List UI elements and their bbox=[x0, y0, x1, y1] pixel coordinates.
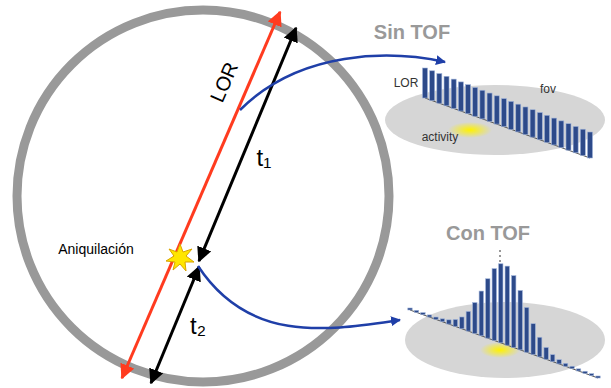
detector-ring bbox=[17, 10, 389, 382]
time-label: t₂ bbox=[190, 313, 206, 339]
panel-title: Con TOF bbox=[446, 222, 530, 244]
inset-label: LOR bbox=[394, 77, 419, 90]
lor-label: LOR bbox=[206, 59, 243, 105]
panel-title: Sin TOF bbox=[374, 21, 450, 43]
inset-label: activity bbox=[422, 131, 459, 144]
pointer-curve bbox=[198, 266, 400, 328]
inset-label: fov bbox=[540, 83, 556, 96]
no-tof-inset bbox=[385, 68, 605, 158]
tof-inset bbox=[405, 250, 605, 378]
event-label: Aniquilación bbox=[58, 242, 134, 257]
t1-arrow bbox=[199, 28, 296, 261]
annihilation-star bbox=[166, 244, 194, 271]
lor-line bbox=[122, 12, 280, 378]
time-label: t₁ bbox=[257, 145, 272, 171]
